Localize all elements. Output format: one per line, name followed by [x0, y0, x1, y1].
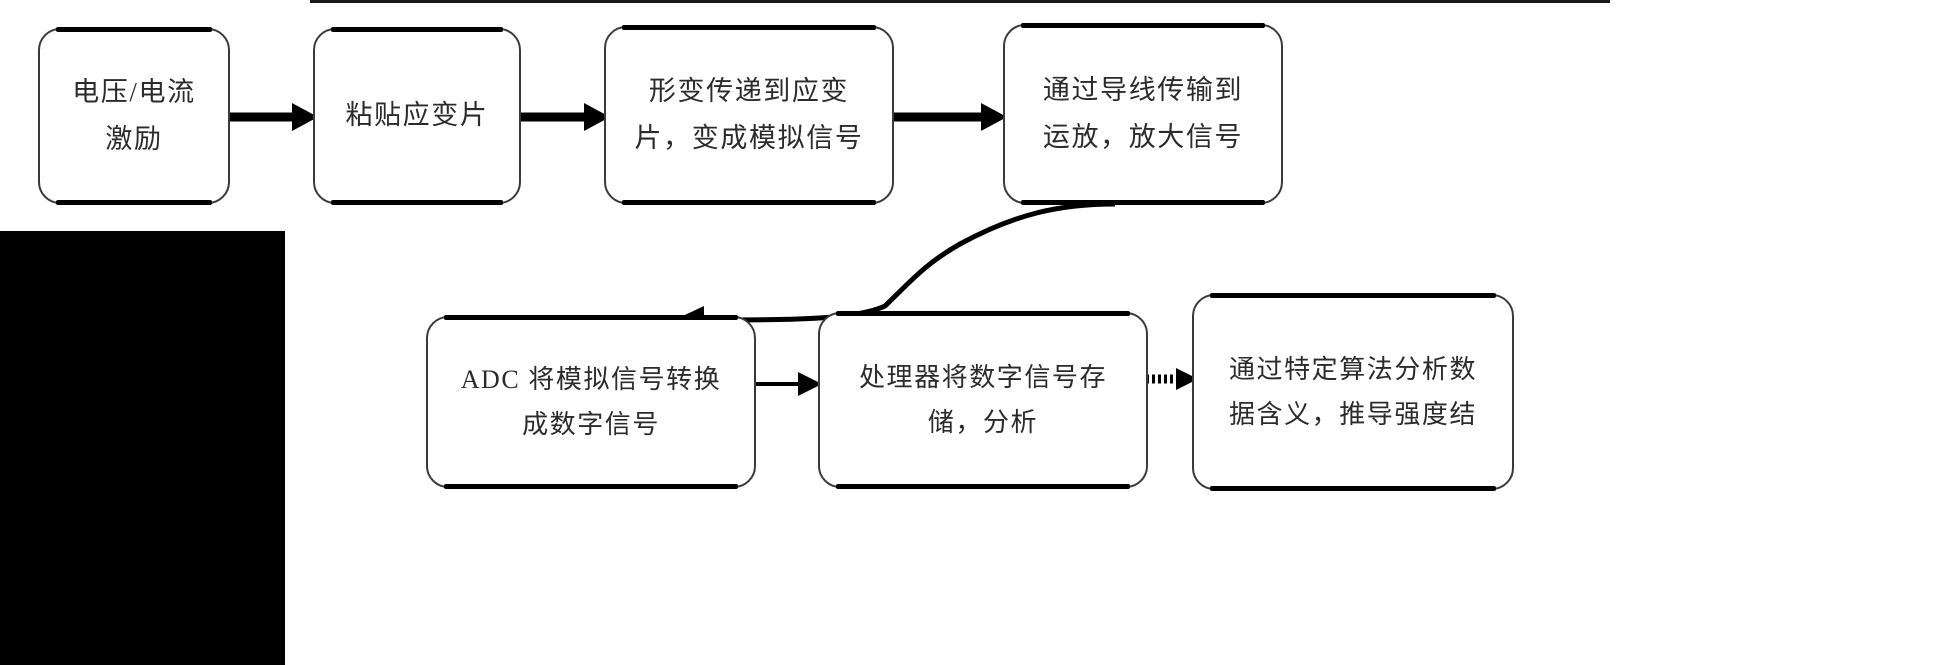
- node-label: 通过导线传输到 运放，放大信号: [1042, 74, 1244, 152]
- redaction-block: [0, 231, 285, 665]
- arrow-head: [1176, 368, 1198, 390]
- node-label: 处理器将数字信号存 储，分析: [858, 362, 1108, 438]
- node-wire-to-opamp-amplify[interactable]: 通过导线传输到 运放，放大信号: [1003, 23, 1283, 205]
- edge-n6-to-n7-dotted: [1146, 366, 1200, 392]
- edge-n1-to-n2: [228, 100, 320, 134]
- node-label: 通过特定算法分析数 据含义，推导强度结: [1228, 354, 1478, 430]
- edge-n3-to-n4: [891, 100, 1009, 134]
- arrow-head: [584, 103, 610, 131]
- node-label: 电压/电流 激励: [72, 76, 196, 154]
- node-deformation-to-analog[interactable]: 形变传递到应变 片，变成模拟信号: [604, 25, 894, 205]
- node-voltage-current-excitation[interactable]: 电压/电流 激励: [38, 27, 230, 205]
- edge-n2-to-n3: [518, 100, 612, 134]
- node-algorithm-derive-strength[interactable]: 通过特定算法分析数 据含义，推导强度结: [1192, 293, 1514, 491]
- top-rule-fragment: [310, 0, 1610, 3]
- arrow-head: [981, 103, 1007, 131]
- arrow-head: [798, 372, 822, 396]
- node-adc-analog-to-digital[interactable]: ADC 将模拟信号转换 成数字信号: [426, 315, 756, 489]
- node-attach-strain-gauge[interactable]: 粘贴应变片: [313, 27, 521, 205]
- arrow-head: [292, 103, 318, 131]
- edge-n5-to-n6: [754, 370, 824, 398]
- curved-arrow-path: [699, 201, 1116, 323]
- node-label: 形变传递到应变 片，变成模拟信号: [634, 75, 864, 153]
- node-label: ADC 将模拟信号转换 成数字信号: [460, 364, 722, 440]
- node-processor-store-analyze[interactable]: 处理器将数字信号存 储，分析: [818, 311, 1148, 489]
- node-label: 粘贴应变片: [345, 100, 489, 131]
